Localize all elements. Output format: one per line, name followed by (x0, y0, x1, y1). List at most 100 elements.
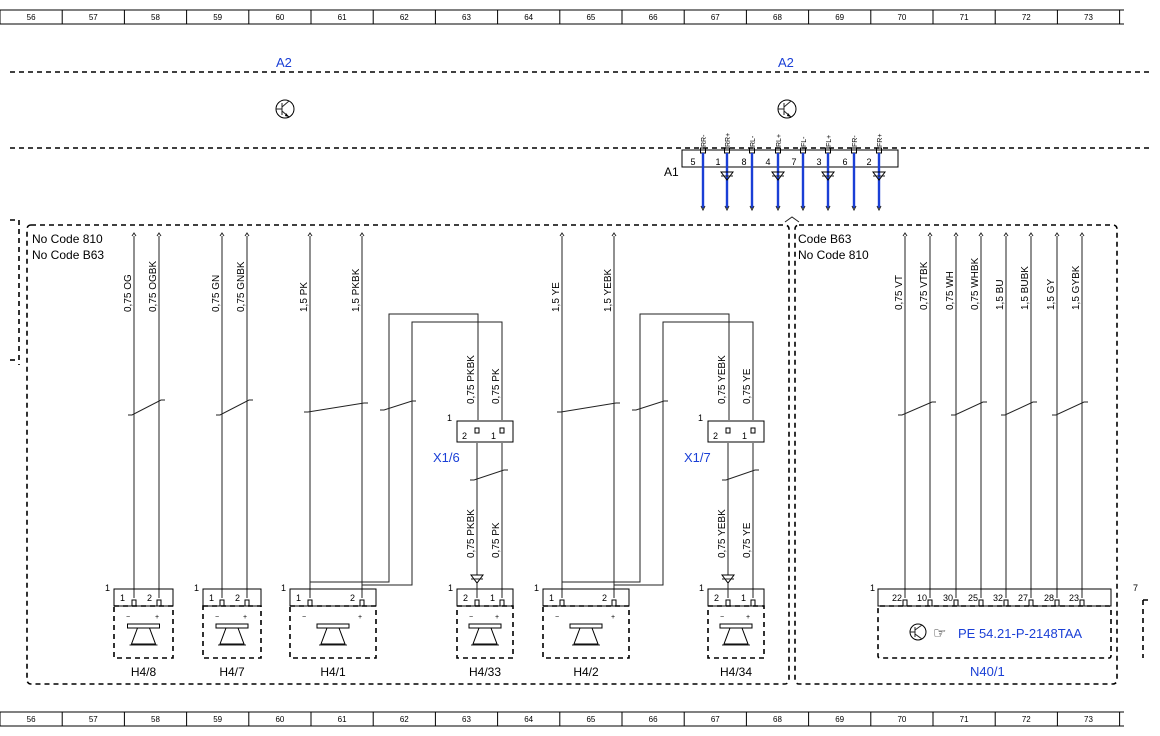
a1-terminal-name: FR+ (877, 134, 884, 147)
speaker-pin: 2 (147, 593, 152, 603)
grid-column-label: 69 (835, 715, 844, 724)
connector-mark: 1 (698, 413, 703, 423)
speaker-icon: −+ (555, 614, 615, 646)
a1-terminal-pin: 6 (842, 157, 847, 167)
a1-terminal-rl-minus[interactable]: RL- 8 (741, 135, 757, 212)
a1-terminals: RR-5 RR+1 RL- 8 RL+ 4 FL-7 FL+3 FR-6 FR+2 (690, 133, 886, 223)
plus-icon: + (611, 614, 615, 621)
grid-column-label: 59 (213, 715, 222, 724)
connector-pin: 1 (491, 431, 496, 441)
section-left-line2: No Code B63 (32, 248, 104, 262)
a1-terminal-name: RL+ (776, 134, 783, 147)
wire-label: 0,75 VTBK (919, 261, 930, 310)
a1-terminal-rr-minus[interactable]: RR-5 (690, 134, 708, 212)
grid-column-label: 66 (649, 13, 658, 22)
grid-column-label: 56 (27, 13, 36, 22)
connector-label[interactable]: X1/7 (684, 450, 711, 465)
edge-component-boundary (1142, 599, 1150, 658)
wire-label: 1,5 PK (299, 282, 310, 312)
amplifier-pin: 27 (1018, 593, 1028, 603)
speaker-label[interactable]: H4/2 (573, 665, 599, 679)
amplifier-pin: 32 (993, 593, 1003, 603)
plus-icon: + (243, 614, 247, 621)
a1-terminal-rr-plus[interactable]: RR+1 (715, 133, 734, 212)
a1-terminal-name: RR+ (725, 133, 732, 147)
a1-terminal-pin: 4 (765, 157, 770, 167)
section-right-boundary (794, 224, 1118, 685)
speaker-icon: −+ (468, 614, 502, 646)
module-a2-label-left[interactable]: A2 (276, 55, 292, 70)
module-a2-label-right[interactable]: A2 (778, 55, 794, 70)
speaker-label[interactable]: H4/1 (320, 665, 346, 679)
wire-label: 0,75 YE (742, 368, 753, 404)
a1-terminal-fl-plus[interactable]: FL+3 (816, 135, 835, 212)
speaker-label[interactable]: H4/34 (720, 665, 752, 679)
speaker-mark: 1 (281, 583, 286, 593)
minus-icon: − (126, 614, 130, 621)
grid-column-label: 68 (773, 13, 782, 22)
speaker-mark: 1 (534, 583, 539, 593)
amplifier-pin: 25 (968, 593, 978, 603)
a1-terminal-fr-plus[interactable]: FR+2 (866, 134, 886, 212)
speaker-icon: −+ (215, 614, 249, 646)
grid-column-label: 58 (151, 715, 160, 724)
grid-column-label: 70 (897, 13, 906, 22)
left-edge-boundary (10, 219, 20, 365)
speaker-label[interactable]: H4/7 (219, 665, 245, 679)
a1-terminal-fl-minus[interactable]: FL-7 (791, 136, 808, 212)
speaker-label[interactable]: H4/8 (131, 665, 157, 679)
a1-terminal-name: RL- (750, 135, 757, 147)
section-left-boundary (26, 224, 790, 685)
connector-label[interactable]: X1/6 (433, 450, 460, 465)
grid-column-label: 64 (524, 715, 533, 724)
grid-column-label: 65 (586, 715, 595, 724)
speaker-pin: 1 (741, 593, 746, 603)
grid-column-label: 61 (338, 715, 347, 724)
a1-label[interactable]: A1 (664, 165, 679, 179)
wire-label: 1,5 BU (995, 279, 1006, 310)
wire-label: 1,5 YEBK (603, 268, 614, 312)
grid-column-label: 72 (1022, 13, 1031, 22)
section-left-line1: No Code 810 (32, 232, 103, 246)
a1-terminal-pin: 8 (741, 157, 746, 167)
speaker-label[interactable]: H4/33 (469, 665, 501, 679)
connector-pin: 2 (462, 431, 467, 441)
grid-column-label: 67 (711, 715, 720, 724)
wire-label: 1,5 GYBK (1071, 265, 1082, 310)
plus-icon: + (495, 614, 499, 621)
a1-connector-block (681, 149, 899, 168)
connector-pin: 2 (713, 431, 718, 441)
wire-label: 0,75 YEBK (717, 509, 728, 558)
amplifier-pin: 23 (1069, 593, 1079, 603)
a1-terminal-rl-plus[interactable]: RL+ 4 (765, 134, 785, 212)
speaker-pin: 2 (714, 593, 719, 603)
pointing-hand-icon: ☞ (933, 625, 946, 642)
edge-component-mark: 7 (1133, 583, 1138, 593)
speaker-pin: 2 (602, 593, 607, 603)
grid-column-label: 71 (960, 13, 969, 22)
wire-label: 1,5 YE (551, 282, 562, 312)
speaker-pin: 1 (296, 593, 301, 603)
wire-label: 0,75 VT (894, 275, 905, 310)
section-right-line1: Code B63 (798, 232, 852, 246)
speaker-mark: 1 (699, 583, 704, 593)
a1-terminal-fr-minus[interactable]: FR-6 (842, 135, 859, 212)
amplifier-reference-link[interactable]: PE 54.21-P-2148TAA (958, 626, 1082, 641)
speaker-pin: 2 (350, 593, 355, 603)
grid-column-label: 62 (400, 715, 409, 724)
amplifier-label[interactable]: N40/1 (970, 664, 1005, 679)
grid-column-label: 61 (338, 13, 347, 22)
